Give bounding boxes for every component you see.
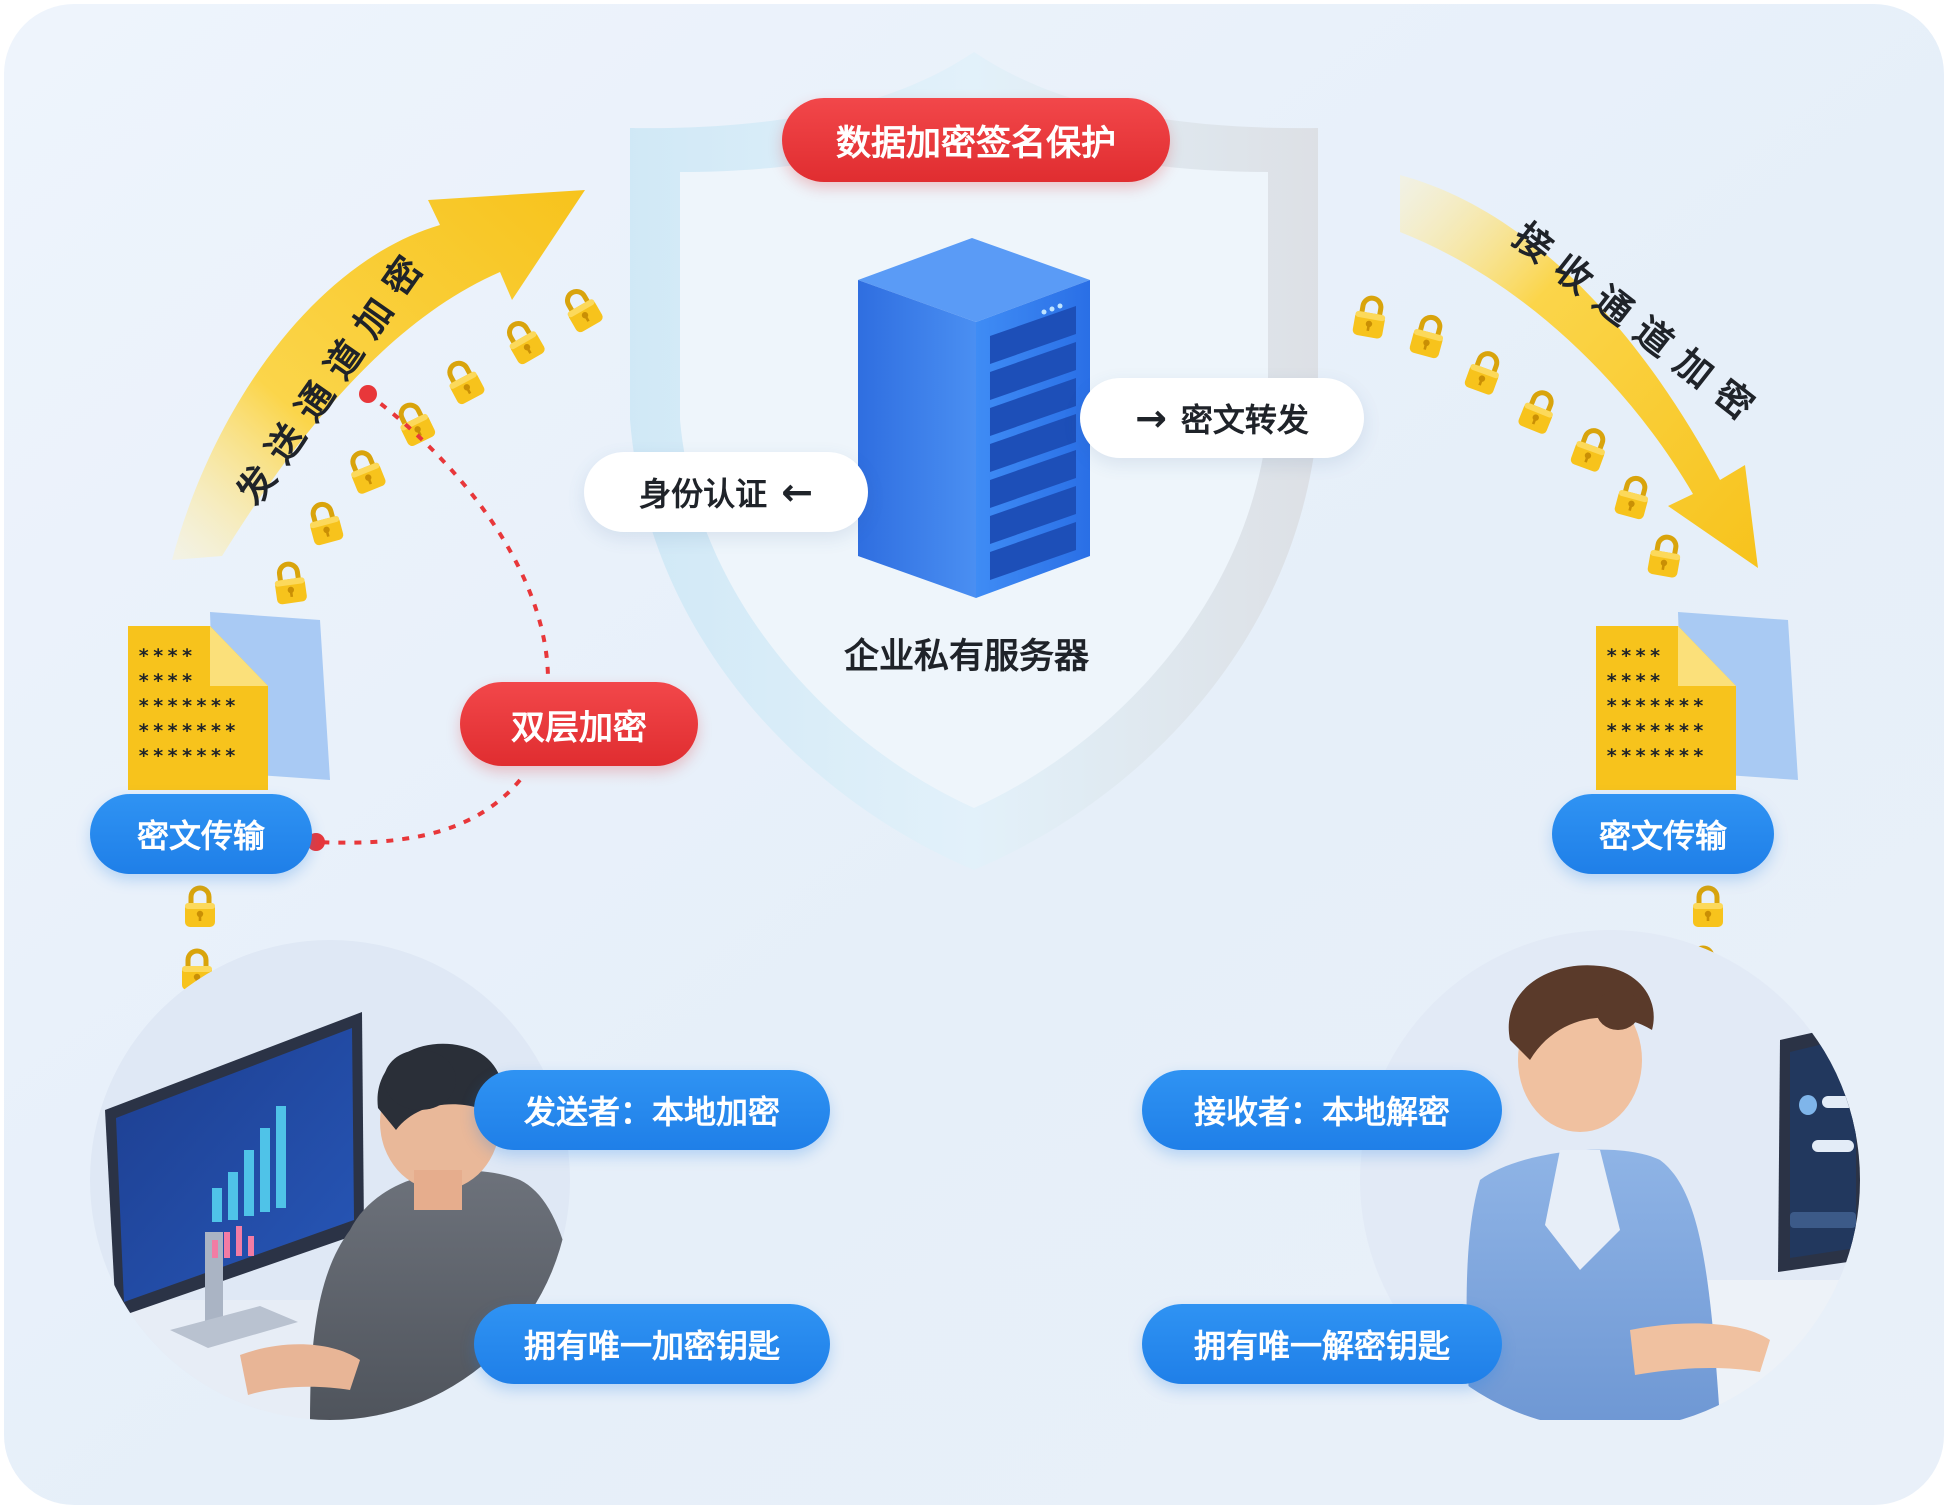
receive-channel-arrow	[1400, 175, 1758, 568]
server-caption: 企业私有服务器	[844, 637, 1090, 677]
send-channel-arrow	[172, 190, 585, 560]
monitor-icon	[105, 1012, 364, 1348]
masked-line: *******	[1606, 720, 1708, 742]
shield-label: 数据加密签名保护	[782, 98, 1170, 182]
masked-line: ****	[138, 645, 196, 667]
masked-line: *******	[1606, 745, 1708, 767]
sender-label: 发送者：本地加密	[474, 1070, 830, 1150]
receiver-label: 接收者：本地解密	[1142, 1070, 1502, 1150]
receiver-key-label: 拥有唯一解密钥匙	[1142, 1304, 1502, 1384]
document-icon-left	[128, 612, 330, 790]
forward-pill: → 密文转发	[1080, 378, 1364, 458]
masked-line: *******	[138, 695, 240, 717]
masked-line: ****	[1606, 670, 1664, 692]
masked-line: *******	[1606, 695, 1708, 717]
cipher-file-left-text: **** **** ******* ******* *******	[138, 644, 239, 769]
left-cipher-label: 密文传输	[90, 794, 312, 874]
arrow-left-icon: ←	[781, 470, 813, 514]
forward-label: 密文转发	[1180, 401, 1309, 439]
server-icon	[858, 238, 1090, 598]
receiver-scene	[1360, 930, 1860, 1420]
masked-line: *******	[138, 720, 240, 742]
auth-label: 身份认证	[639, 475, 768, 513]
document-icon-right	[1596, 612, 1798, 790]
right-cipher-label: 密文传输	[1552, 794, 1774, 874]
sender-key-label: 拥有唯一加密钥匙	[474, 1304, 830, 1384]
masked-line: ****	[138, 670, 196, 692]
monitor-icon-right	[1778, 1022, 1860, 1272]
person-icon-receiver	[1466, 965, 1770, 1420]
auth-pill: 身份认证 ←	[584, 452, 868, 532]
double-layer-label: 双层加密	[460, 682, 698, 766]
masked-line: ****	[1606, 645, 1664, 667]
arrow-right-icon: →	[1135, 396, 1167, 440]
cipher-file-right-text: **** **** ******* ******* *******	[1606, 644, 1707, 769]
masked-line: *******	[138, 745, 240, 767]
